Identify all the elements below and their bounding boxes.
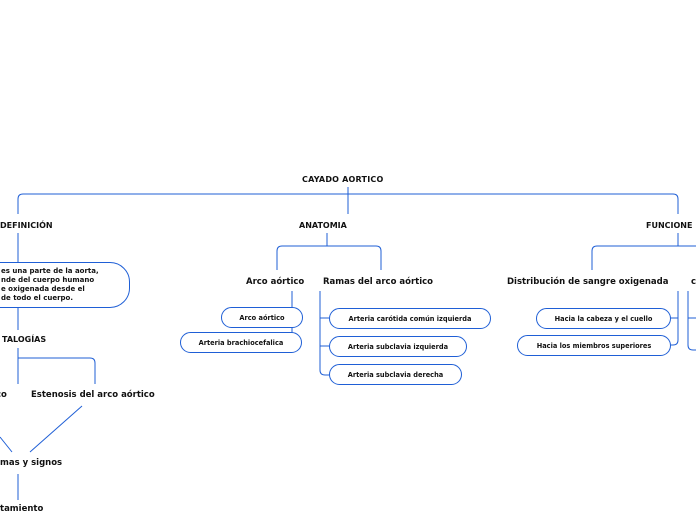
ramas-item-carotida[interactable]: Arteria carótida común izquierda [329, 308, 491, 329]
topic-patologias[interactable]: TALOGÍAS [2, 335, 47, 344]
ramas-item-subclavia-derecha[interactable]: Arteria subclavia derecha [329, 364, 462, 385]
root-topic[interactable]: CAYADO AORTICO [302, 175, 384, 184]
link-patologias [17, 348, 96, 384]
ramas-item-subclavia-izquierda[interactable]: Arteria subclavia izquierda [329, 336, 467, 357]
topic-anatomia[interactable]: ANATOMIA [299, 221, 347, 230]
arco-item-arco-aortico[interactable]: Arco aórtico [221, 307, 303, 328]
arco-aortico-topic[interactable]: Arco aórtico [246, 277, 305, 287]
topic-definicion[interactable]: DEFINICIÓN [0, 221, 53, 230]
link-distribucion [671, 291, 679, 346]
distribucion-topic[interactable]: Distribución de sangre oxigenada [507, 277, 669, 287]
definicion-line-3: e oxigenada desde el [1, 285, 85, 293]
definicion-line-1: es una parte de la aorta, [1, 267, 99, 275]
tratamiento-topic[interactable]: tamiento [0, 504, 44, 514]
definicion-line-2: nde del cuerpo humano [1, 276, 95, 284]
definicion-line-4: de todo el cuerpo. [1, 294, 74, 302]
link-anatomia-bar [276, 245, 382, 270]
link-left-sintomas [0, 436, 13, 453]
link-ramas [319, 291, 329, 376]
topic-funciones[interactable]: FUNCIONE [646, 221, 693, 230]
link-funciones-bar [591, 245, 696, 270]
link-next [687, 291, 696, 351]
distribucion-item-cabeza[interactable]: Hacia la cabeza y el cuello [536, 308, 671, 329]
arco-item-brachiocefalica[interactable]: Arteria brachiocefalica [180, 332, 302, 353]
estenosis-topic[interactable]: Estenosis del arco aórtico [31, 390, 155, 400]
definicion-text-box[interactable]: es una parte de la aorta, nde del cuerpo… [0, 262, 130, 308]
distribucion-item-miembros[interactable]: Hacia los miembros superiores [517, 335, 671, 356]
sintomas-topic[interactable]: mas y signos [0, 458, 63, 468]
funciones-next-topic[interactable]: c [691, 277, 696, 287]
patologias-left-item[interactable]: co [0, 390, 7, 400]
link-estenosis-sintomas [29, 405, 83, 453]
ramas-topic[interactable]: Ramas del arco aórtico [323, 277, 434, 287]
